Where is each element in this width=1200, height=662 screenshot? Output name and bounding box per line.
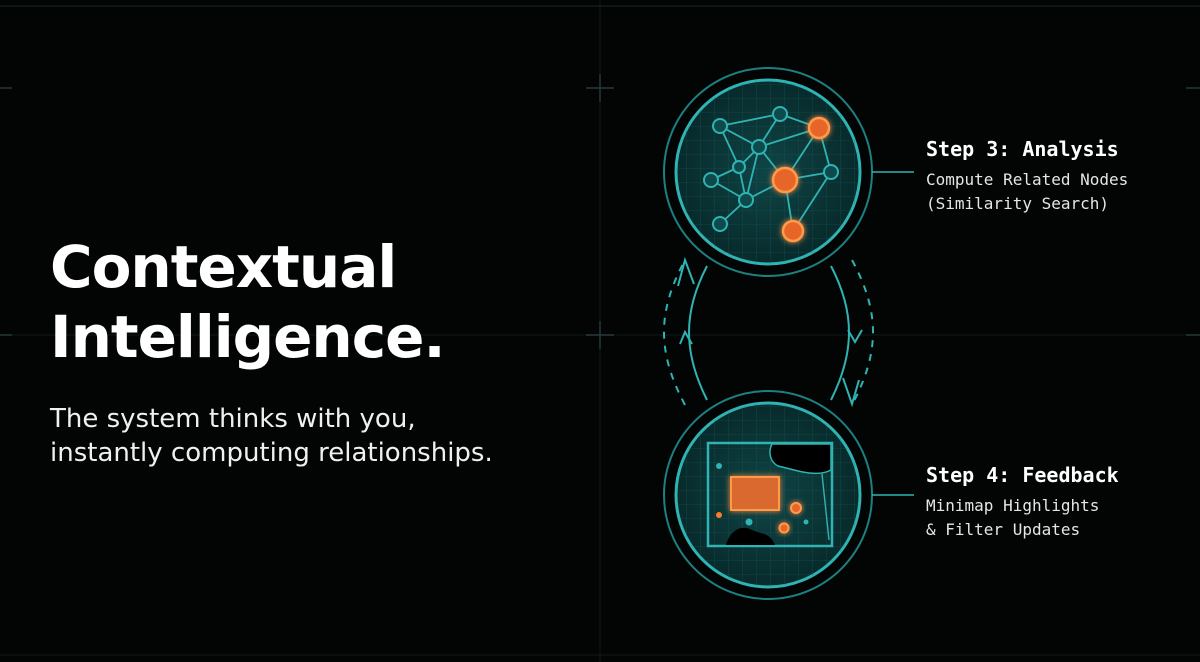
subtitle-line-2: instantly computing relationships. [50, 438, 493, 468]
label-connectors [872, 171, 914, 496]
step-3-desc-line-1: Compute Related Nodes [926, 170, 1129, 189]
step-3-label: Step 3: Analysis Compute Related Nodes (… [926, 136, 1128, 216]
step-3-title: Step 3: Analysis [926, 137, 1119, 161]
step-3-description: Compute Related Nodes (Similarity Search… [926, 168, 1128, 216]
step-3-desc-line-2: (Similarity Search) [926, 194, 1110, 213]
loop-arrows [663, 256, 874, 408]
step-4-desc-line-2: & Filter Updates [926, 520, 1081, 539]
subtitle-line-1: The system thinks with you, [50, 404, 416, 434]
step-4-description: Minimap Highlights & Filter Updates [926, 494, 1119, 542]
page-title: Contextual Intelligence. [50, 232, 445, 372]
step-4-label: Step 4: Feedback Minimap Highlights & Fi… [926, 462, 1119, 542]
step-4-title: Step 4: Feedback [926, 463, 1119, 487]
minimap-icon [663, 390, 873, 600]
step-4-desc-line-1: Minimap Highlights [926, 496, 1100, 515]
title-line-2: Intelligence. [50, 303, 445, 371]
title-line-1: Contextual [50, 233, 397, 301]
subtitle: The system thinks with you, instantly co… [50, 402, 493, 470]
network-graph-icon [663, 67, 873, 277]
